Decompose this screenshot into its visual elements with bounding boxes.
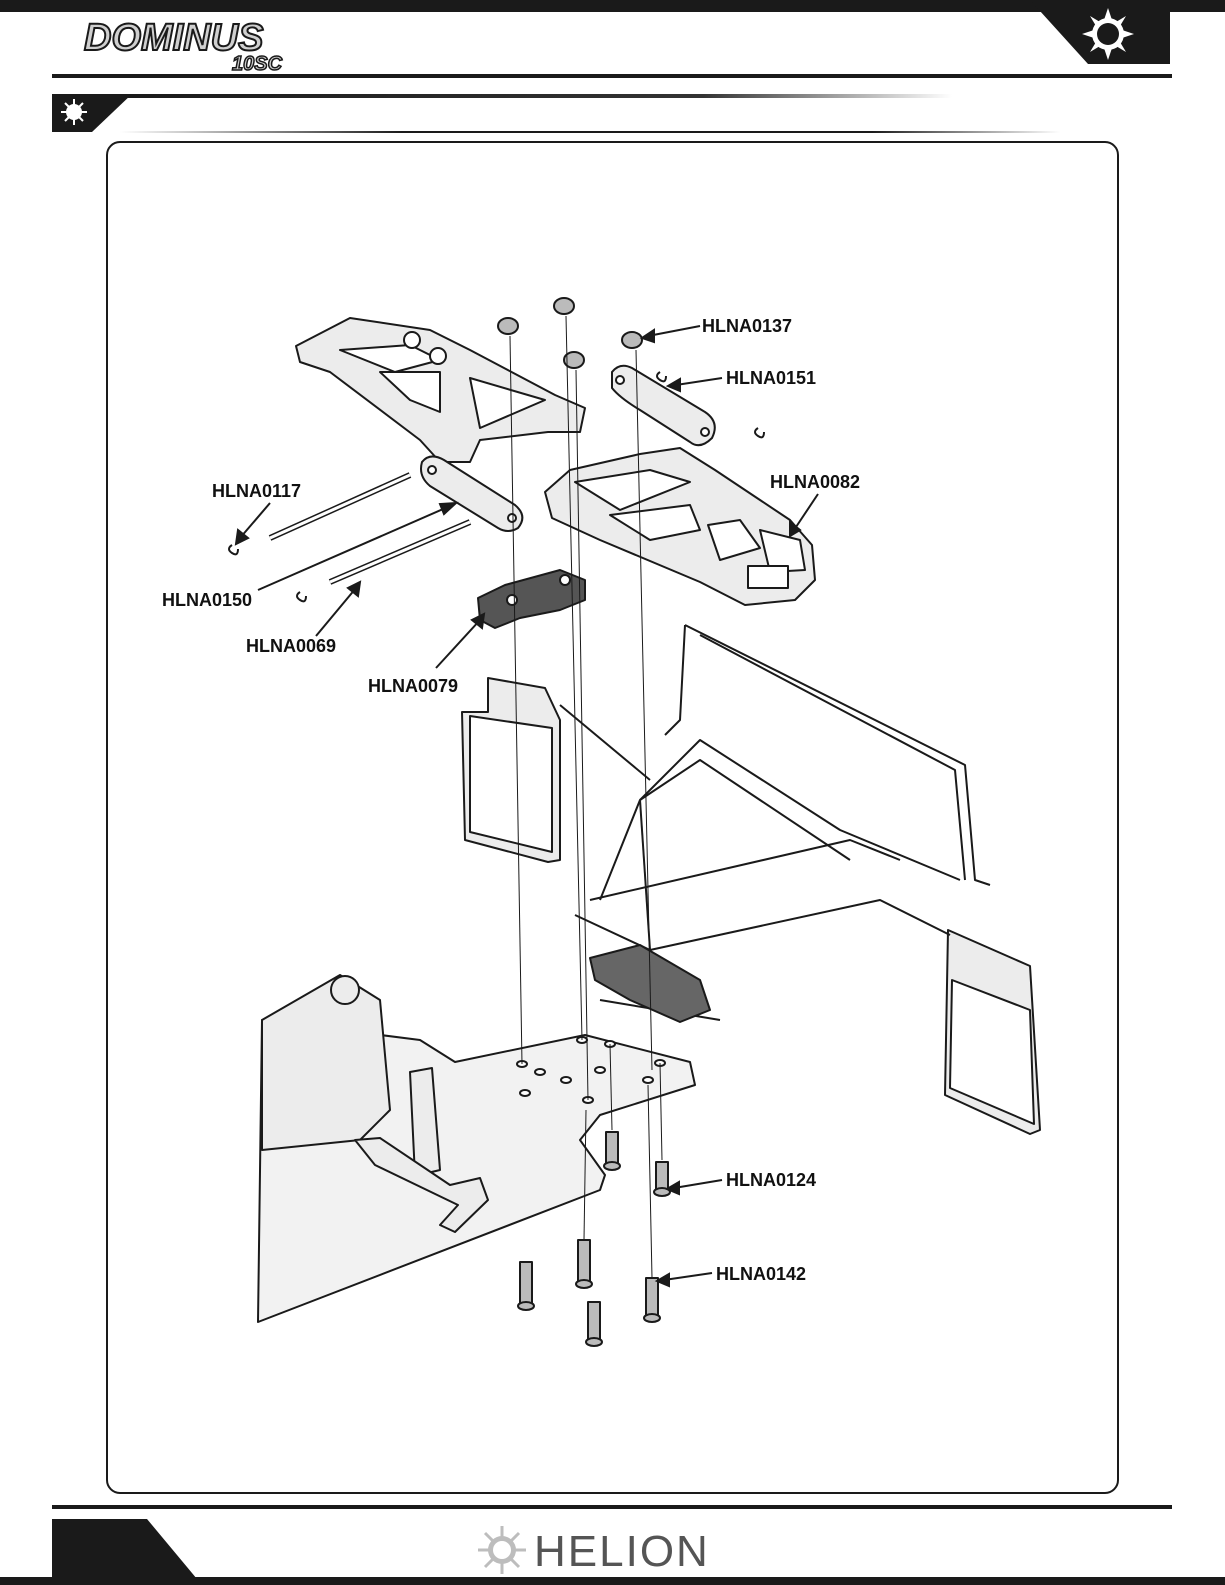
footer-bottom-bar xyxy=(0,1577,1225,1585)
label-hlna0150: HLNA0150 xyxy=(162,590,252,610)
label-hlna0151: HLNA0151 xyxy=(726,368,816,388)
mud-flap-right xyxy=(945,930,1040,1134)
label-hlna0124: HLNA0124 xyxy=(726,1170,816,1190)
label-hlna0079: HLNA0079 xyxy=(368,676,458,696)
link-hlna0150 xyxy=(421,456,522,531)
helion-logo: HELION xyxy=(476,1524,766,1576)
lock-nuts-hlna0137 xyxy=(498,298,642,368)
label-hlna0069: HLNA0069 xyxy=(246,636,336,656)
upper-suspension-arm-left xyxy=(296,318,585,462)
footer-rule xyxy=(52,1505,1172,1509)
label-hlna0117: HLNA0117 xyxy=(212,481,301,501)
label-hlna0137: HLNA0137 xyxy=(702,316,792,336)
label-hlna0142: HLNA0142 xyxy=(716,1264,806,1284)
arm-mount-hlna0079 xyxy=(478,570,585,628)
helion-sun-icon xyxy=(478,1526,526,1574)
hinge-pin-hlna0069 xyxy=(330,522,470,582)
helion-logo-text: HELION xyxy=(534,1527,710,1576)
footer-tab xyxy=(52,1519,202,1585)
link-hlna0151 xyxy=(612,366,715,445)
mud-flap-left xyxy=(462,678,560,862)
label-hlna0082: HLNA0082 xyxy=(770,472,860,492)
